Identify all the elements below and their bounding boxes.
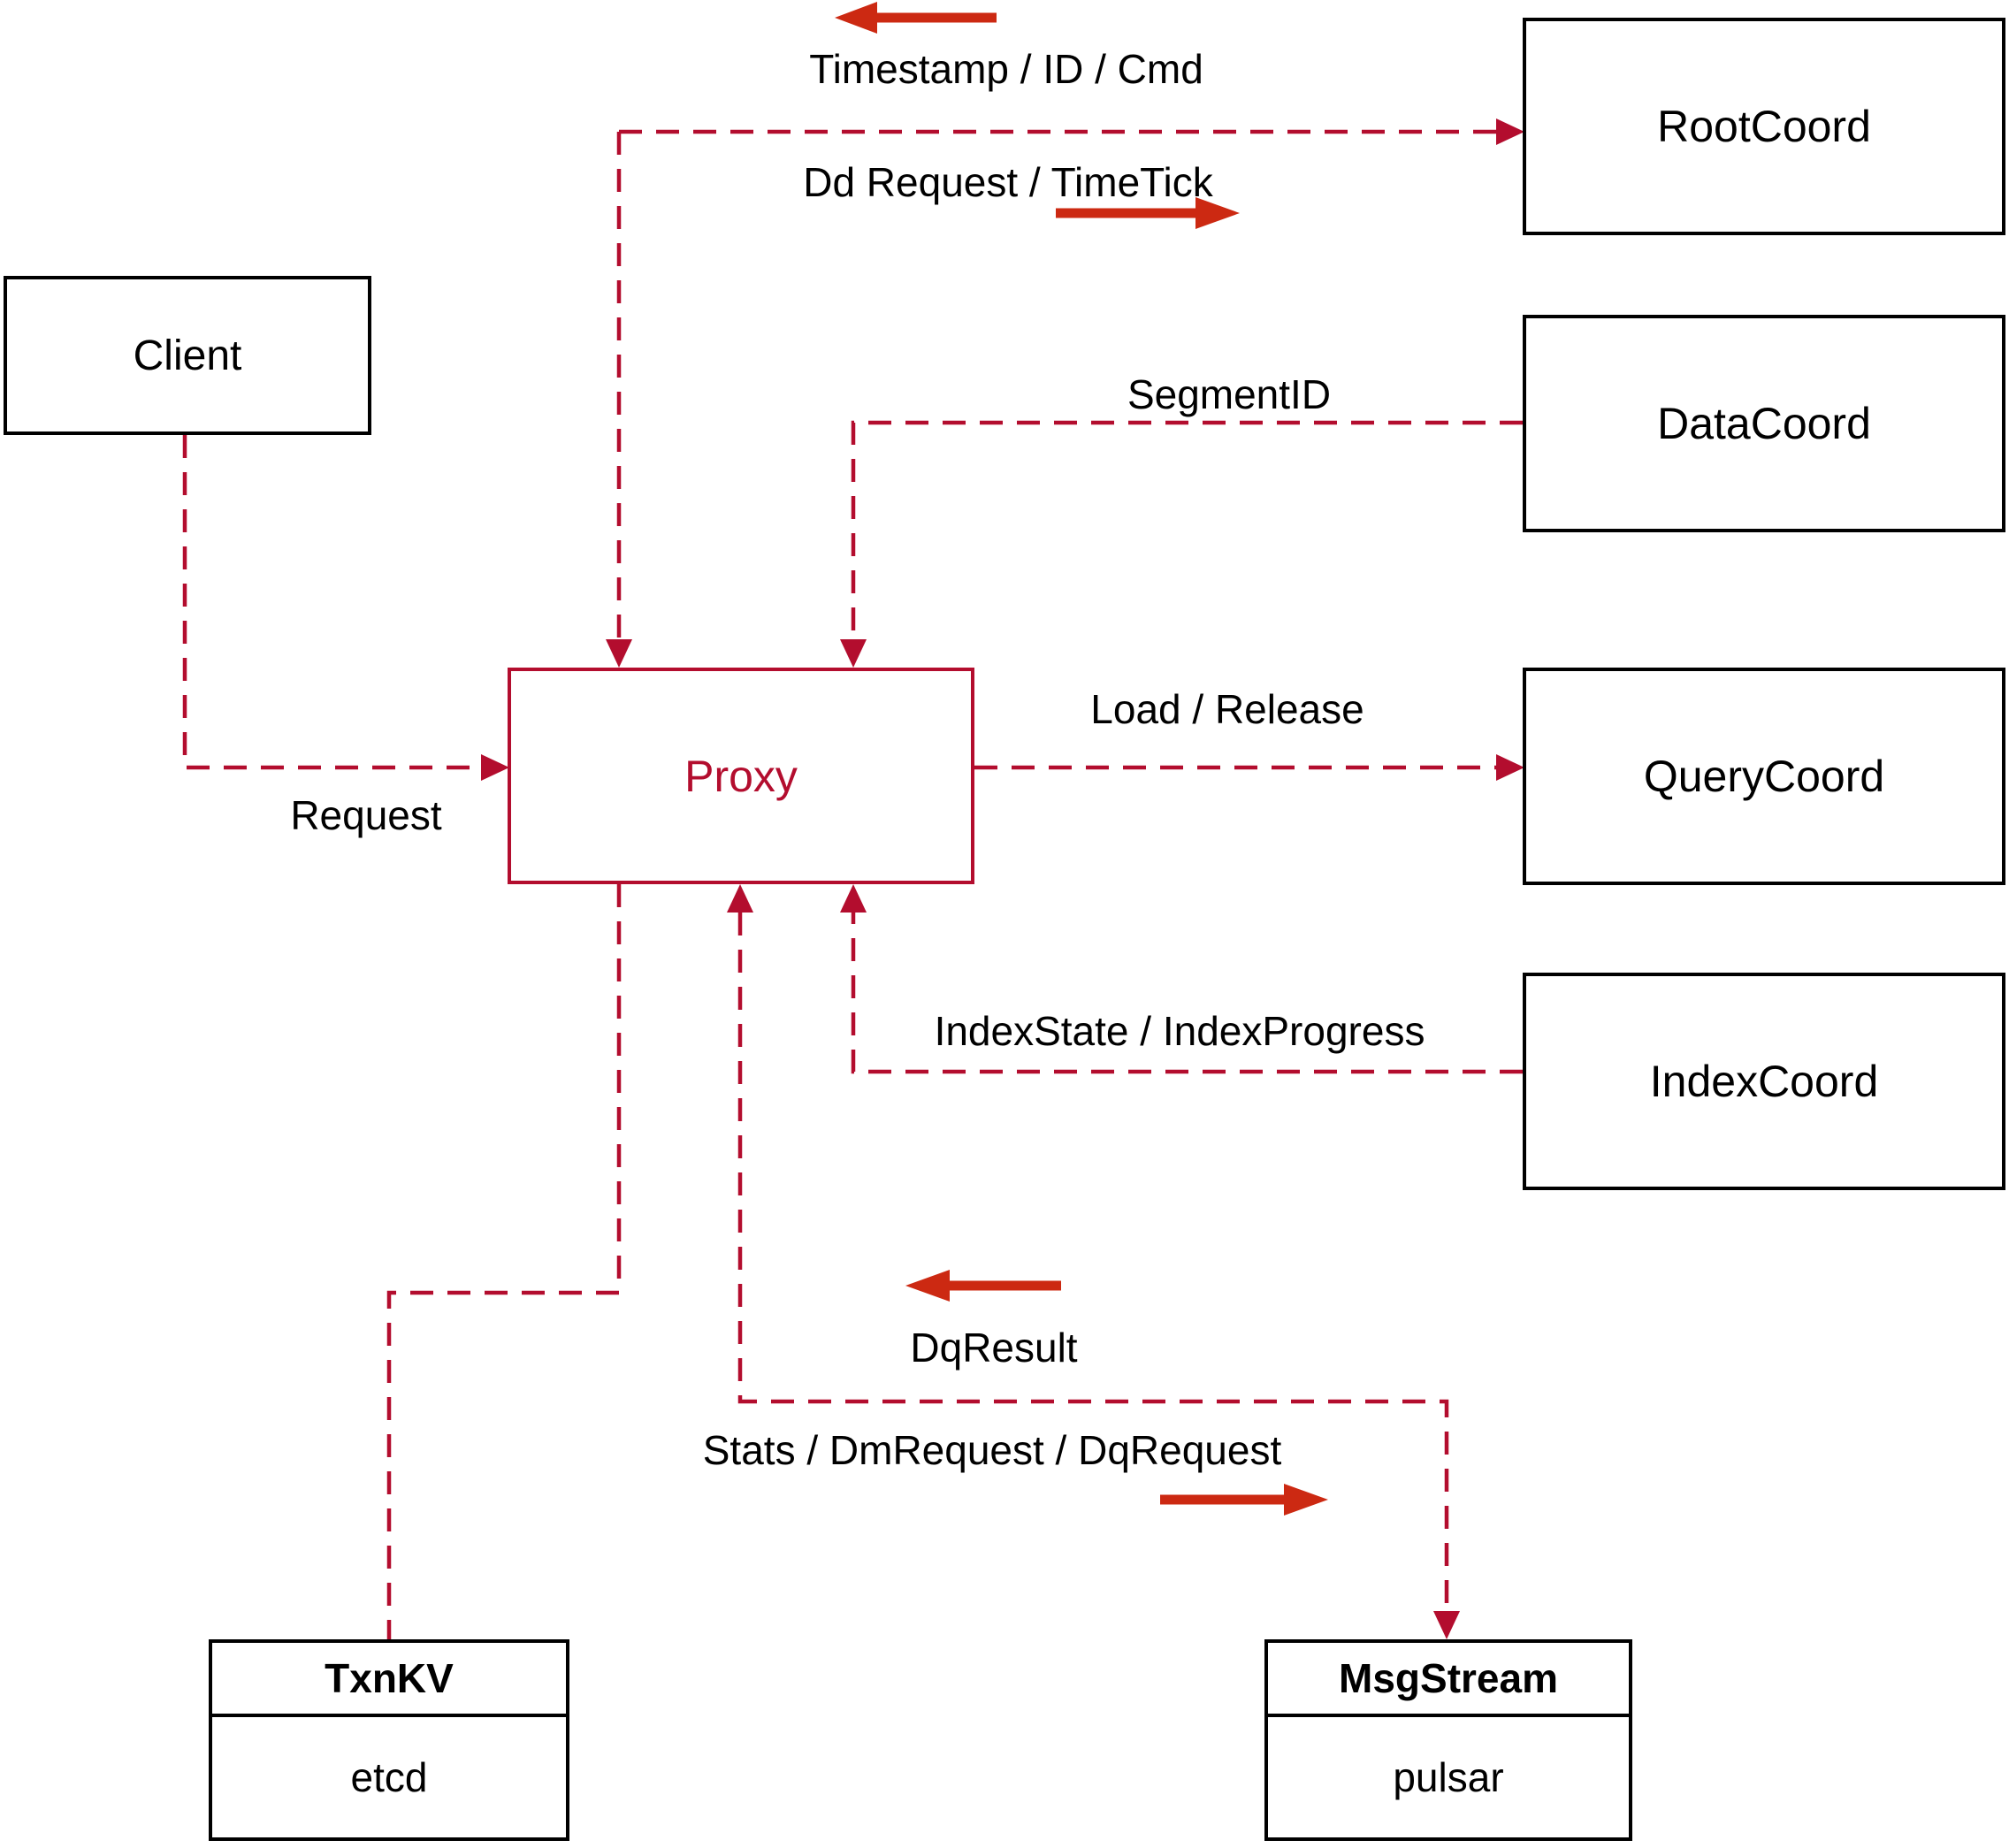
node-client-label: Client <box>133 332 242 379</box>
arrowhead-into-proxy-top-right-icon <box>840 639 867 668</box>
edge-label-indexstate-indexprogress: IndexState / IndexProgress <box>934 1008 1425 1054</box>
node-querycoord: QueryCoord <box>1523 668 2005 885</box>
node-msgstream: MsgStream pulsar <box>1264 1639 1632 1841</box>
arrowhead-into-msgstream-icon <box>1433 1611 1460 1639</box>
arrowhead-into-proxy-left-icon <box>481 754 509 781</box>
node-txnkv-title: TxnKV <box>212 1643 566 1717</box>
node-txnkv: TxnKV etcd <box>209 1639 569 1841</box>
arrowhead-into-proxy-top-left-icon <box>606 639 632 668</box>
edge-label-load-release: Load / Release <box>1090 686 1364 732</box>
edge-label-stats-dmrequest-dqrequest: Stats / DmRequest / DqRequest <box>702 1427 1282 1473</box>
node-datacoord-label: DataCoord <box>1657 399 1871 448</box>
node-proxy: Proxy <box>508 668 974 884</box>
edge-datacoord-proxy <box>851 420 1523 639</box>
node-msgstream-subtitle: pulsar <box>1393 1754 1504 1800</box>
arrowhead-into-proxy-bottom-right-icon <box>840 884 867 913</box>
edge-label-dd-request-timetick: Dd Request / TimeTick <box>803 159 1213 205</box>
edge-label-timestamp-id-cmd: Timestamp / ID / Cmd <box>809 46 1203 92</box>
node-indexcoord: IndexCoord <box>1523 973 2005 1190</box>
node-datacoord: DataCoord <box>1523 315 2005 532</box>
arrowhead-into-querycoord-icon <box>1496 754 1524 781</box>
edge-client-proxy <box>182 435 481 770</box>
node-querycoord-label: QueryCoord <box>1643 752 1885 801</box>
node-rootcoord-label: RootCoord <box>1657 102 1871 151</box>
node-indexcoord-label: IndexCoord <box>1649 1057 1879 1106</box>
arrow-left-timestamp-icon <box>835 2 997 34</box>
arrowhead-into-rootcoord-icon <box>1496 118 1524 145</box>
arrow-left-dqresult-icon <box>905 1270 1061 1302</box>
edge-proxy-txnkv <box>386 884 622 1639</box>
arrowhead-into-proxy-bottom-icon <box>727 884 753 913</box>
edge-label-request: Request <box>290 792 442 838</box>
edge-label-dqresult: DqResult <box>910 1325 1078 1371</box>
node-rootcoord: RootCoord <box>1523 18 2005 235</box>
edge-proxy-msgstream <box>737 913 1449 1611</box>
node-msgstream-title: MsgStream <box>1268 1643 1629 1717</box>
edge-indexcoord-proxy <box>851 913 1523 1074</box>
arrow-right-ddrequest-icon <box>1056 197 1240 229</box>
node-client: Client <box>4 276 371 435</box>
node-txnkv-subtitle: etcd <box>350 1754 428 1800</box>
edge-label-segmentid: SegmentID <box>1127 371 1332 417</box>
node-proxy-label: Proxy <box>684 751 798 801</box>
arrow-right-stats-icon <box>1160 1484 1328 1516</box>
